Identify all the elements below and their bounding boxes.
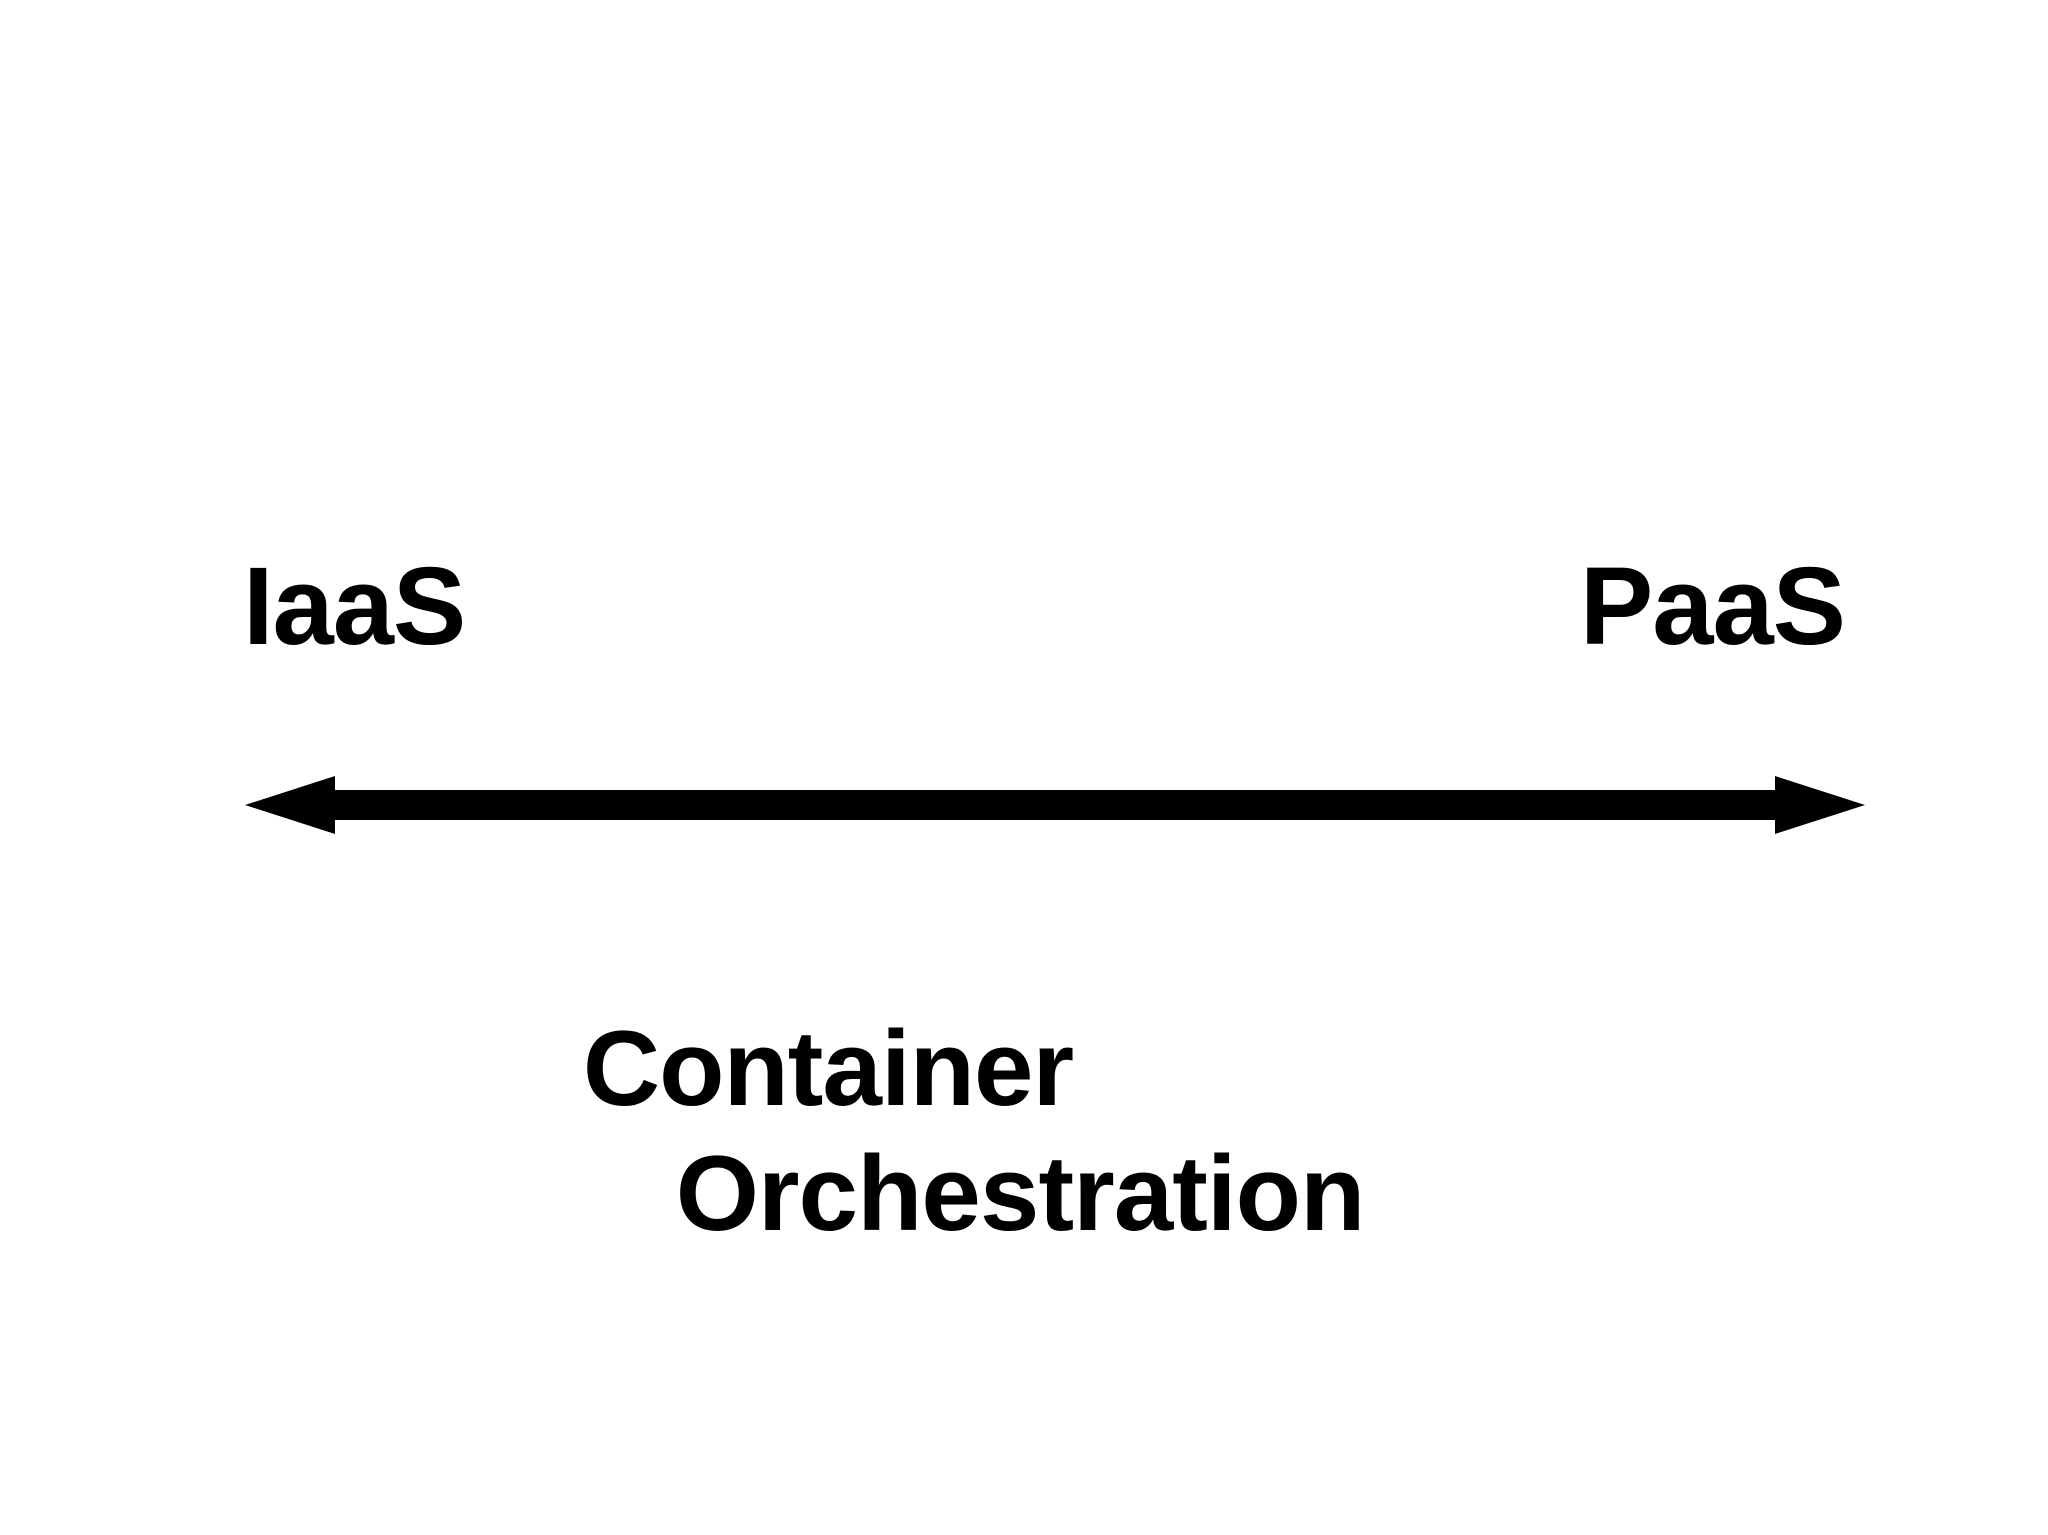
double-headed-arrow-icon [245,776,1865,834]
arrow-shaft [327,790,1783,820]
endpoint-label-left: IaaS [243,545,466,668]
caption-line-1: Container [582,1008,1074,1128]
spectrum-arrow [235,762,1875,848]
arrowhead-right [1775,776,1865,834]
endpoint-label-right: PaaS [1579,545,1846,668]
caption-line-2: Orchestration [675,1133,1366,1253]
arrowhead-left [245,776,335,834]
caption-block: Container Orchestration [0,1006,2048,1256]
